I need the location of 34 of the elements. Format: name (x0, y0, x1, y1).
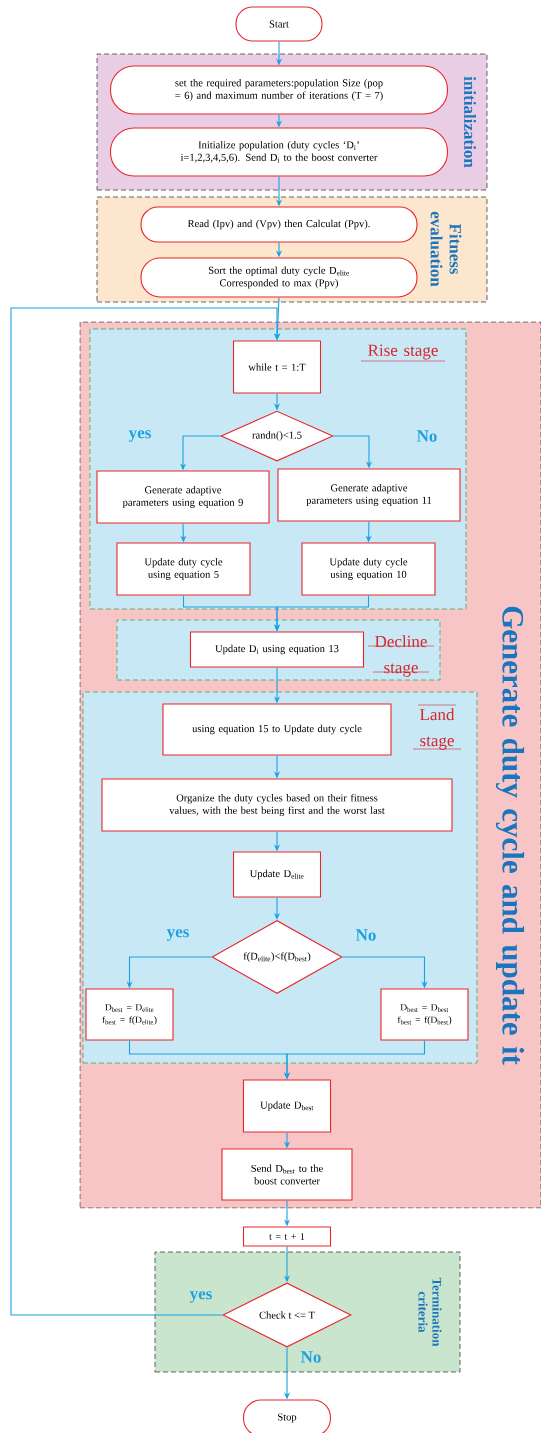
process-box: Initialize population (duty cycles ‘D$_{i}$’ i=1,2,3,4,5,6). Send D$_{i}$ to the boost converter (109, 127, 449, 177)
edge-label: No (355, 929, 376, 941)
stage-title: Rise stage (360, 344, 446, 362)
process-box: Update D$_{best}$ (242, 1079, 332, 1133)
group-title: initialization (464, 76, 476, 168)
group-title: Termination criteria (418, 1277, 442, 1347)
edge-label: No (300, 1351, 321, 1363)
stage-title: Decline stage (367, 635, 435, 677)
process-box: Update duty cycle using equation 10 (301, 542, 436, 596)
edge-label: yes (166, 929, 189, 941)
process-box: Read (Ipv) and (Vpv) then Calculat (Ppv). (140, 206, 418, 243)
edge-label: yes (189, 1291, 212, 1303)
edge-label: yes (128, 430, 151, 442)
process-box: using equation 15 to Update duty cycle (162, 703, 392, 756)
process-box: Update D$_{elite}$ (232, 851, 322, 898)
process-box: D$_{best}$ = D$_{best}$ f$_{best}$ = f(D$_{best}$) (380, 988, 469, 1041)
process-box: while t = 1:T (232, 340, 322, 394)
process-box: set the required parameters:population Size (pop = 6) and maximum number of iterations (T = 7) (109, 65, 449, 115)
edge-label: No (416, 430, 437, 442)
terminal-box: Start (235, 6, 323, 42)
process-box: Generate adaptive parameters using equation 9 (96, 470, 270, 524)
process-box: Send D$_{best}$ to the boost converter (221, 1148, 353, 1201)
process-box: Update D$_{i}$ using equation 13 (189, 631, 365, 668)
process-box: Organize the duty cycles based on their fitness values, with the best being first and the worst last (101, 778, 453, 832)
stage-title: Land stage (412, 704, 462, 750)
process-box: Generate adaptive parameters using equation 11 (277, 468, 461, 522)
group-title: Generate duty cycle and update it (495, 606, 525, 1065)
group-title: Fitness evaluation (430, 211, 462, 287)
process-box: Sort the optimal duty cycle D$_{elite}$ Corresponded to max (Ppv) (140, 257, 418, 298)
terminal-box: Stop (242, 1399, 332, 1433)
process-box: t = t + 1 (242, 1226, 332, 1247)
process-box: Update duty cycle using equation 5 (116, 542, 251, 596)
arrow (10, 307, 281, 1316)
process-box: D$_{best}$ = D$_{elite}$ f$_{best}$ = f(D$_{elite}$) (85, 988, 174, 1041)
